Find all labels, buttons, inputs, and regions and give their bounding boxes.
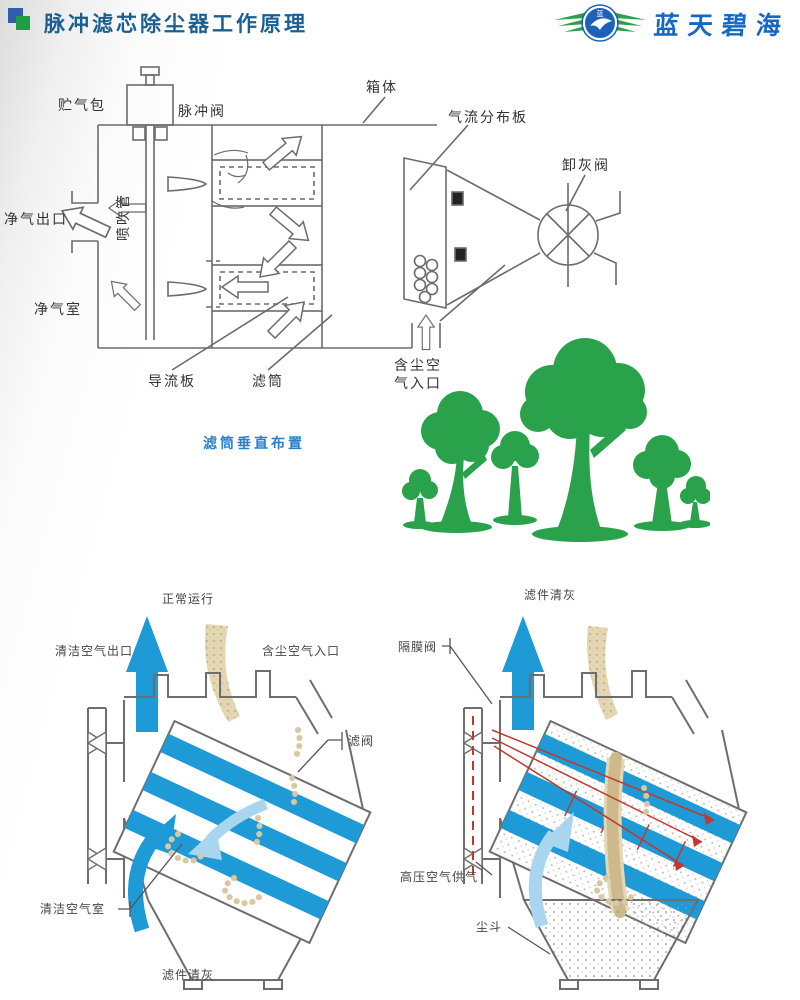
trees-icon xyxy=(402,338,710,542)
company-logo-text: 蓝天碧海 xyxy=(652,11,792,40)
label-clean-air-outlet: 清洁空气出口 xyxy=(55,644,134,658)
label-clean-gas-chamber: 净气室 xyxy=(34,302,82,318)
label-dusty-air-inlet-2: 含尘空气入口 xyxy=(262,644,341,658)
label-diaphragm-valve: 隔膜阀 xyxy=(398,640,438,654)
page-title: 脉冲滤芯除尘器工作原理 xyxy=(44,12,308,36)
label-dust-hopper: 尘斗 xyxy=(476,920,503,934)
label-clean-air-chamber: 清洁空气室 xyxy=(40,902,106,916)
trees-illustration xyxy=(400,318,710,578)
title-squares-icon xyxy=(8,8,34,34)
label-deflector-plate: 导流板 xyxy=(148,374,196,390)
main-diagram-caption: 滤筒垂直布置 xyxy=(203,436,305,452)
label-box-body: 箱体 xyxy=(366,80,398,96)
label-high-pressure-air: 高压空气供气 xyxy=(400,870,479,884)
label-blow-pipe: 喷吹管 xyxy=(116,193,132,241)
company-logo: 蓝 蓝天碧海 xyxy=(552,2,792,46)
label-pulse-valve: 脉冲阀 xyxy=(178,104,226,120)
label-filter-cartridge: 滤筒 xyxy=(252,374,284,390)
cleaning-drawing xyxy=(442,616,748,990)
main-schematic-drawing xyxy=(56,66,621,371)
normal-operation-drawing xyxy=(86,616,372,990)
cleaning-title: 滤件清灰 xyxy=(524,588,577,602)
label-air-distribution-plate: 气流分布板 xyxy=(448,110,528,126)
label-dusty-air-inlet: 含尘空气入口 xyxy=(394,358,442,392)
cleaning-diagram: 滤件清灰 隔膜阀 高压空气供气 尘斗 xyxy=(392,582,792,1000)
label-ash-discharge-valve: 卸灰阀 xyxy=(562,158,610,174)
normal-operation-diagram: 正常运行 清洁空气出口 含尘空气入口 滤阀 清洁空气室 滤件清灰 xyxy=(30,582,390,1000)
label-storage-bag: 贮气包 xyxy=(58,98,106,114)
normal-operation-title: 正常运行 xyxy=(162,592,215,606)
svg-text:蓝: 蓝 xyxy=(596,9,603,18)
label-clean-gas-outlet: 净气出口 xyxy=(4,212,68,228)
page-header: 脉冲滤芯除尘器工作原理 蓝 蓝天碧海 xyxy=(0,0,800,48)
company-logo-icon: 蓝 xyxy=(553,4,646,42)
normal-operation-caption: 滤件清灰 xyxy=(162,968,215,982)
main-schematic: 贮气包 脉冲阀 箱体 气流分布板 卸灰阀 净气出口 喷吹管 净气室 导流板 滤筒… xyxy=(0,55,800,465)
label-filter-valve: 滤阀 xyxy=(348,734,375,748)
